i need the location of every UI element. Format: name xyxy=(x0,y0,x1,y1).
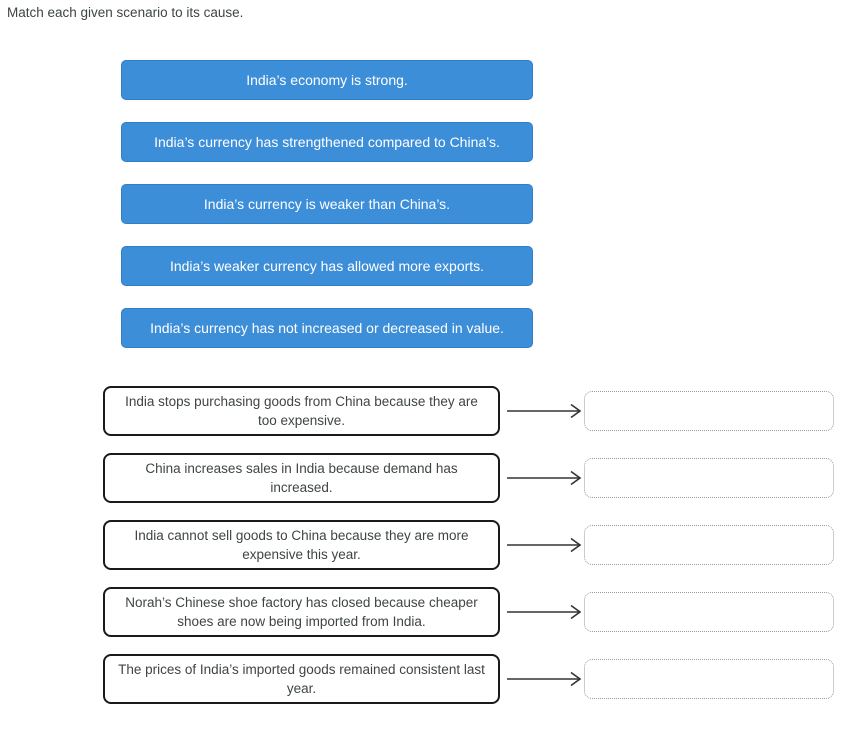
instruction-text: Match each given scenario to its cause. xyxy=(7,5,244,20)
answer-dropzone[interactable] xyxy=(584,659,834,699)
arrow-icon xyxy=(507,470,582,486)
match-row: The prices of India’s imported goods rem… xyxy=(103,654,834,704)
answer-dropzone[interactable] xyxy=(584,391,834,431)
answer-dropzone[interactable] xyxy=(584,592,834,632)
arrow-icon xyxy=(507,537,582,553)
answer-tile-currency-strengthened[interactable]: India’s currency has strengthened compar… xyxy=(121,122,533,162)
answer-tile-currency-weaker[interactable]: India’s currency is weaker than China’s. xyxy=(121,184,533,224)
arrow-icon xyxy=(507,671,582,687)
scenario-box: China increases sales in India because d… xyxy=(103,453,500,503)
match-row: India stops purchasing goods from China … xyxy=(103,386,834,436)
scenario-box: Norah’s Chinese shoe factory has closed … xyxy=(103,587,500,637)
answer-tile-currency-unchanged[interactable]: India’s currency has not increased or de… xyxy=(121,308,533,348)
match-row: India cannot sell goods to China because… xyxy=(103,520,834,570)
match-rows: India stops purchasing goods from China … xyxy=(103,386,834,704)
arrow-icon xyxy=(507,604,582,620)
answer-tile-economy-strong[interactable]: India’s economy is strong. xyxy=(121,60,533,100)
answer-dropzone[interactable] xyxy=(584,458,834,498)
scenario-box: The prices of India’s imported goods rem… xyxy=(103,654,500,704)
scenario-box: India cannot sell goods to China because… xyxy=(103,520,500,570)
arrow-icon xyxy=(507,403,582,419)
answer-dropzone[interactable] xyxy=(584,525,834,565)
answer-tile-bank: India’s economy is strong. India’s curre… xyxy=(121,60,533,348)
match-row: Norah’s Chinese shoe factory has closed … xyxy=(103,587,834,637)
scenario-box: India stops purchasing goods from China … xyxy=(103,386,500,436)
match-row: China increases sales in India because d… xyxy=(103,453,834,503)
answer-tile-more-exports[interactable]: India’s weaker currency has allowed more… xyxy=(121,246,533,286)
